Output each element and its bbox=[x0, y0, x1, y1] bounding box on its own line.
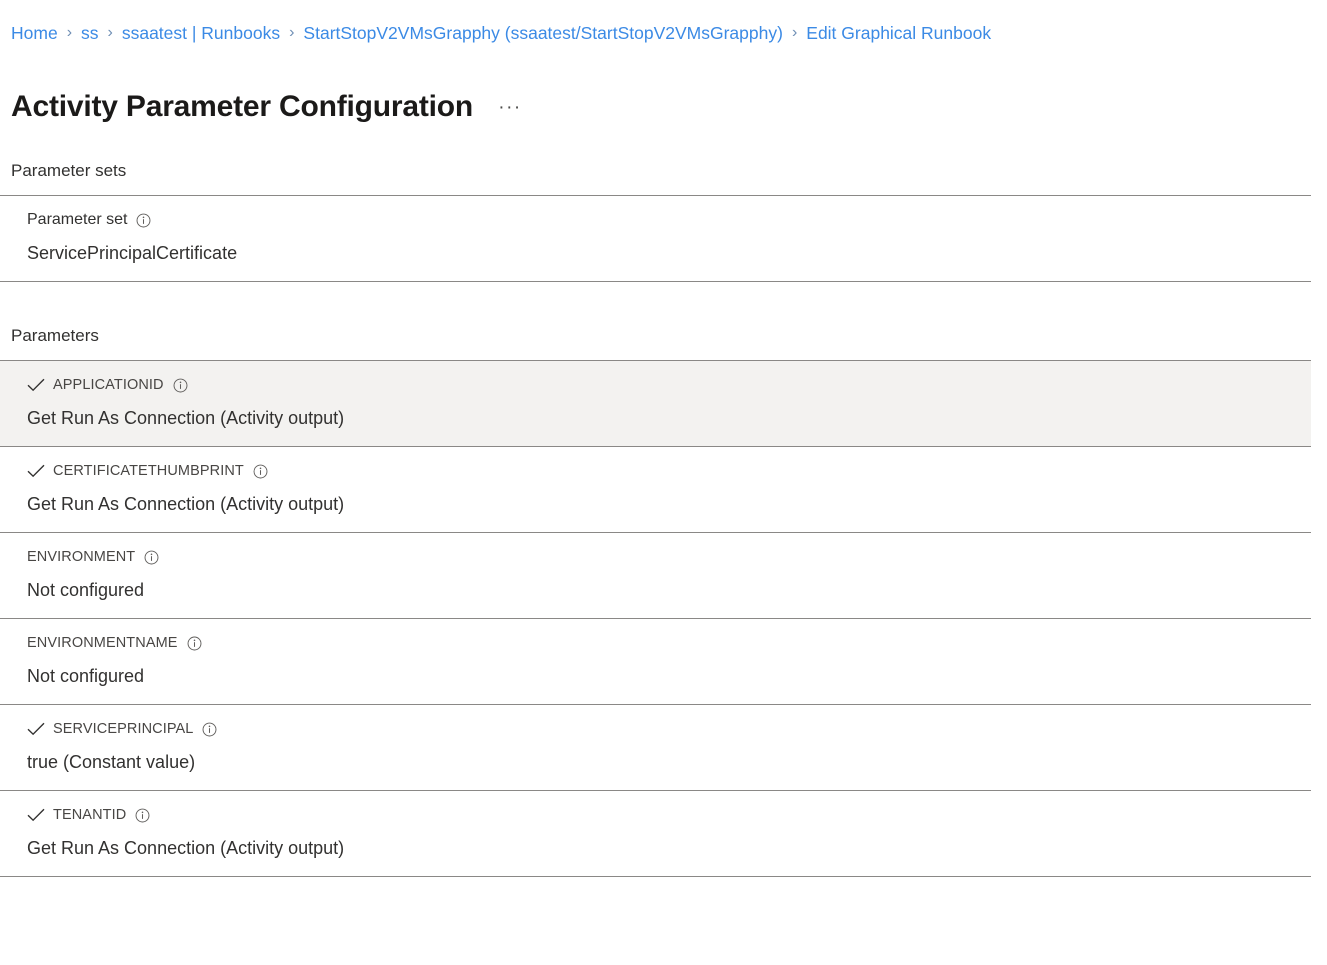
info-icon[interactable] bbox=[187, 636, 202, 651]
parameter-row[interactable]: TENANTID Get Run As Connection (Activity … bbox=[0, 791, 1311, 876]
parameter-label: SERVICEPRINCIPAL bbox=[53, 721, 194, 737]
divider bbox=[0, 532, 1311, 533]
breadcrumb-item-0[interactable]: Home bbox=[11, 23, 58, 43]
divider bbox=[0, 704, 1311, 705]
check-icon bbox=[27, 808, 45, 822]
parameter-value[interactable]: Not configured bbox=[27, 580, 145, 600]
page-title: Activity Parameter Configuration bbox=[11, 90, 474, 124]
divider bbox=[0, 360, 1311, 361]
breadcrumb-separator: › bbox=[791, 24, 798, 41]
parameter-label-line: CERTIFICATETHUMBPRINT bbox=[27, 461, 1311, 481]
parameter-value[interactable]: Get Run As Connection (Activity output) bbox=[27, 408, 345, 428]
parameter-value[interactable]: Get Run As Connection (Activity output) bbox=[27, 838, 345, 858]
divider bbox=[0, 618, 1311, 619]
check-icon bbox=[27, 722, 45, 736]
breadcrumb: Home › ss › ssaatest | Runbooks › StartStopV2V… bbox=[11, 22, 991, 44]
section-heading-parameters: Parameters bbox=[11, 326, 99, 345]
info-icon[interactable] bbox=[173, 378, 188, 393]
parameter-label: ENVIRONMENT bbox=[27, 549, 136, 565]
section-heading-parameter-sets: Parameter sets bbox=[11, 161, 127, 180]
parameter-row[interactable]: SERVICEPRINCIPAL true (Constant value) bbox=[0, 705, 1311, 790]
more-options-icon[interactable]: ··· bbox=[495, 92, 525, 122]
info-icon[interactable] bbox=[135, 808, 150, 823]
breadcrumb-item-1[interactable]: ss bbox=[81, 23, 99, 43]
parameter-label-line: ENVIRONMENT bbox=[27, 547, 1311, 567]
divider bbox=[0, 790, 1311, 791]
info-icon[interactable] bbox=[202, 722, 217, 737]
parameter-label-line: Parameter set bbox=[27, 210, 1311, 230]
parameter-label-line: SERVICEPRINCIPAL bbox=[27, 719, 1311, 739]
parameter-label-line: TENANTID bbox=[27, 805, 1311, 825]
parameter-label: APPLICATIONID bbox=[53, 377, 164, 393]
parameter-row[interactable]: CERTIFICATETHUMBPRINT Get Run As Connecti… bbox=[0, 447, 1311, 532]
parameter-label: Parameter set bbox=[27, 211, 128, 228]
parameter-row[interactable]: ENVIRONMENTNAME Not configured bbox=[0, 619, 1311, 704]
parameter-label: TENANTID bbox=[53, 807, 127, 823]
info-icon[interactable] bbox=[253, 464, 268, 479]
divider bbox=[0, 281, 1311, 282]
parameter-value[interactable]: true (Constant value) bbox=[27, 752, 196, 772]
parameter-value[interactable]: Get Run As Connection (Activity output) bbox=[27, 494, 345, 514]
parameter-value[interactable]: ServicePrincipalCertificate bbox=[27, 243, 238, 263]
parameter-label-line: APPLICATIONID bbox=[27, 375, 1311, 395]
divider bbox=[0, 446, 1311, 447]
page-title-row: Activity Parameter Configuration ··· bbox=[11, 68, 525, 146]
breadcrumb-separator: › bbox=[289, 24, 295, 41]
info-icon[interactable] bbox=[136, 213, 151, 228]
parameter-label: ENVIRONMENTNAME bbox=[27, 635, 178, 651]
parameter-label-line: ENVIRONMENTNAME bbox=[27, 633, 1311, 653]
info-icon[interactable] bbox=[144, 550, 159, 565]
parameter-row[interactable]: ENVIRONMENT Not configured bbox=[0, 533, 1311, 618]
breadcrumb-separator: › bbox=[66, 24, 73, 41]
parameter-value[interactable]: Not configured bbox=[27, 666, 145, 686]
divider bbox=[0, 195, 1311, 196]
parameter-row[interactable]: APPLICATIONID Get Run As Connection (Acti… bbox=[0, 361, 1311, 446]
breadcrumb-separator: › bbox=[107, 24, 113, 41]
breadcrumb-item-2[interactable]: ssaatest | Runbooks bbox=[121, 23, 281, 43]
divider bbox=[0, 876, 1311, 877]
check-icon bbox=[27, 378, 45, 392]
check-icon bbox=[27, 464, 45, 478]
breadcrumb-item-4[interactable]: Edit Graphical Runbook bbox=[806, 23, 992, 43]
parameter-label: CERTIFICATETHUMBPRINT bbox=[53, 463, 244, 479]
breadcrumb-item-3[interactable]: StartStopV2VMsGrapphy (ssaatest/StartSto… bbox=[303, 23, 783, 43]
